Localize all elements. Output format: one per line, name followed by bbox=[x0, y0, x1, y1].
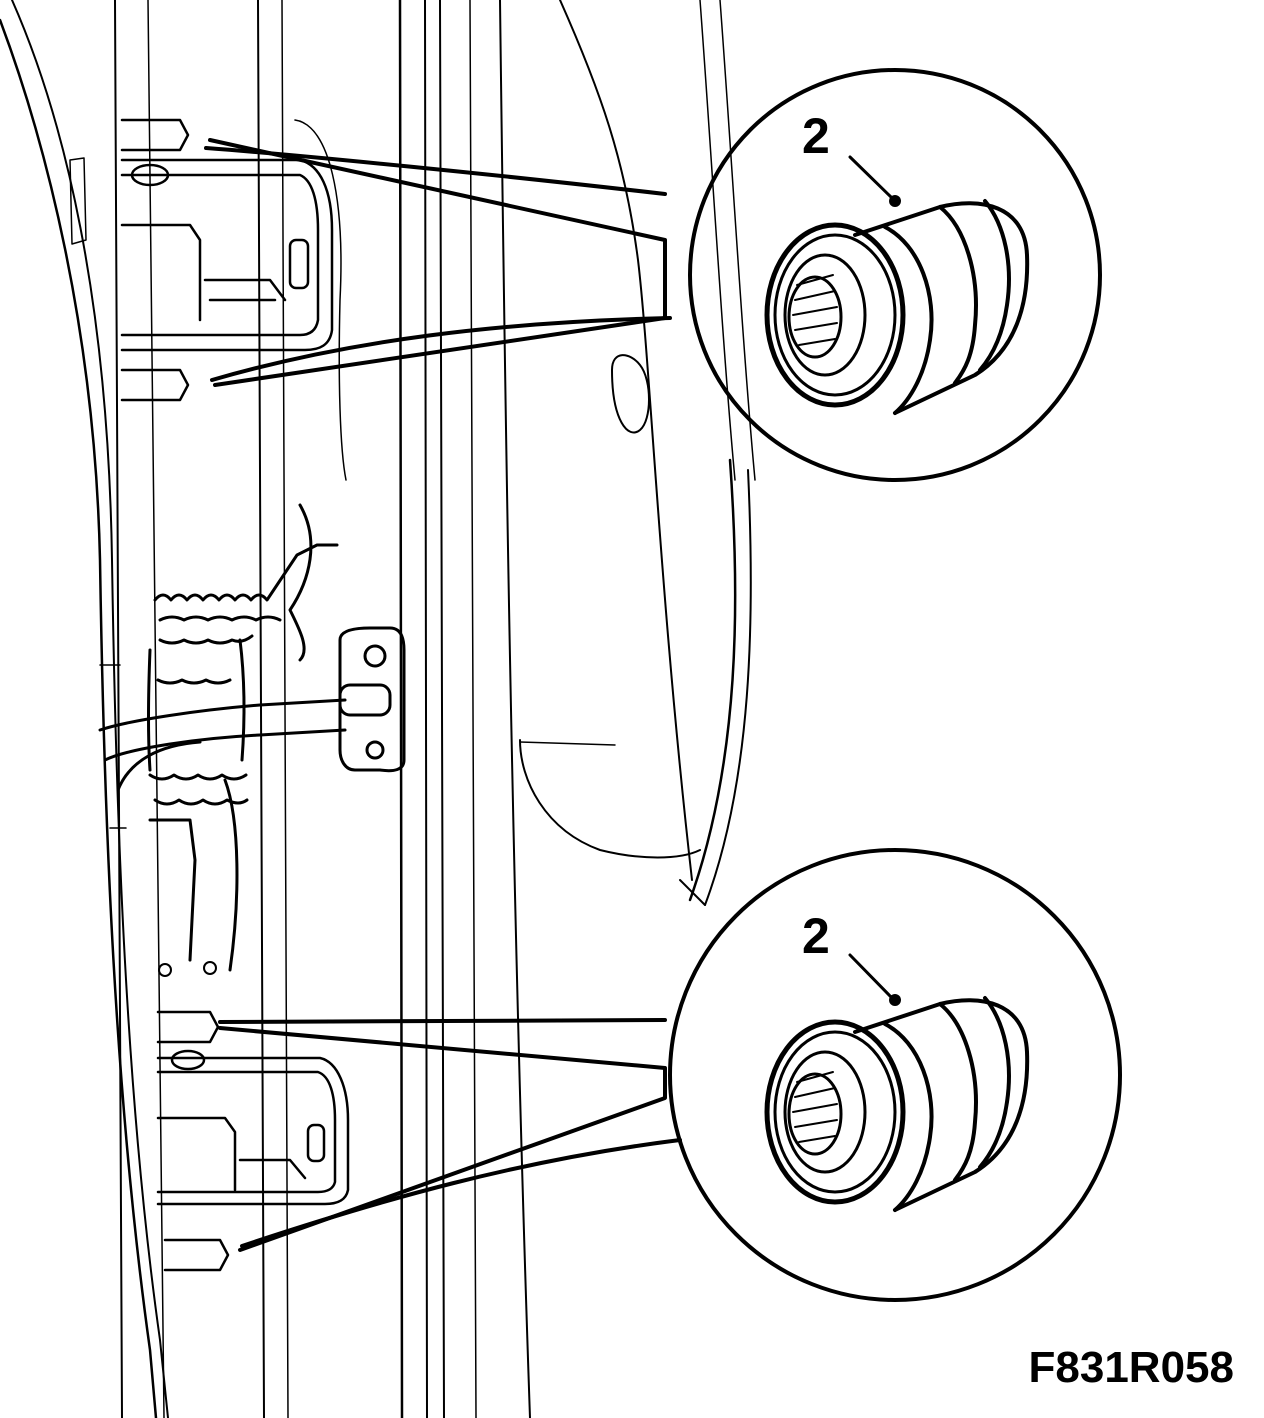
flange-nut-lower bbox=[764, 996, 1030, 1212]
upper-callout-circle bbox=[688, 68, 1102, 482]
lower-hinge bbox=[156, 1010, 350, 1272]
callout-dot-upper bbox=[889, 195, 901, 207]
door-check-strap bbox=[98, 626, 406, 792]
callout-number-upper: 2 bbox=[802, 108, 830, 164]
lower-callout-circle bbox=[668, 848, 1122, 1302]
door-pillar bbox=[0, 0, 289, 1418]
figure-code: F831R058 bbox=[1029, 1343, 1234, 1392]
upper-hinge bbox=[120, 118, 347, 481]
lower-callout-leader bbox=[218, 1018, 682, 1252]
wiring-boot bbox=[147, 503, 339, 977]
callout-dot-lower bbox=[889, 994, 901, 1006]
flange-nut-upper bbox=[764, 199, 1030, 415]
callout-pointers bbox=[848, 155, 894, 1000]
door-frame-lines bbox=[398, 0, 756, 1418]
callout-number-lower: 2 bbox=[802, 908, 830, 964]
upper-callout-leader bbox=[204, 138, 672, 387]
